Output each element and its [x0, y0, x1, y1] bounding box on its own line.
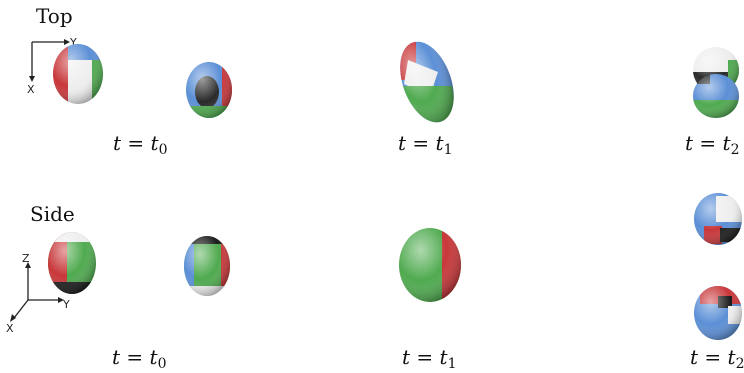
top-view-label: Top — [36, 4, 73, 28]
droplet-side-t2-upper — [694, 193, 742, 245]
droplet-top-t0-a — [53, 44, 103, 104]
side-time-label-t0: t = t0 — [112, 345, 166, 372]
top-x-axis-arrow — [29, 76, 35, 82]
droplet-top-t0-b — [186, 62, 232, 118]
top-time-label-t1: t = t1 — [398, 131, 452, 158]
side-time-t1-eq: = t — [416, 345, 448, 369]
droplet-side-t0-b — [184, 236, 230, 296]
top-time-t1-sub: 1 — [443, 142, 453, 158]
droplet-top-t2-lower — [693, 74, 739, 118]
side-time-t0-sub: 0 — [157, 356, 167, 372]
top-time-label-t0: t = t0 — [113, 131, 167, 158]
side-time-t2-eq: = t — [704, 345, 736, 369]
top-x-axis-label: X — [27, 83, 35, 96]
side-time-t1-sub: 1 — [447, 356, 457, 372]
side-time-label-t2: t = t2 — [690, 345, 744, 372]
side-view-label: Side — [30, 202, 75, 226]
top-y-axis-arrow — [64, 39, 70, 45]
top-time-t0-var: t — [113, 131, 122, 155]
side-x-axis-arrow — [10, 314, 16, 322]
top-time-t1-eq: = t — [412, 131, 444, 155]
top-time-t0-eq: = t — [127, 131, 159, 155]
side-x-axis-label: X — [6, 322, 14, 335]
side-y-axis-arrow — [58, 297, 64, 303]
droplet-side-t0-a — [48, 232, 96, 294]
top-time-t2-var: t — [685, 131, 694, 155]
side-time-t1-var: t — [402, 345, 411, 369]
top-y-axis-label: Y — [69, 36, 77, 49]
side-z-axis-arrow — [25, 262, 31, 268]
droplet-side-t1 — [399, 228, 461, 302]
top-time-t2-sub: 2 — [730, 142, 740, 158]
top-time-t2-eq: = t — [699, 131, 731, 155]
droplet-top-t1 — [390, 35, 464, 130]
top-time-label-t2: t = t2 — [685, 131, 739, 158]
side-time-t0-var: t — [112, 345, 121, 369]
side-time-label-t1: t = t1 — [402, 345, 456, 372]
droplet-side-t2-lower — [694, 286, 742, 340]
side-axes-indicator: Z Y X — [6, 252, 70, 335]
top-time-t0-sub: 0 — [158, 142, 168, 158]
top-axes-indicator: Y X — [27, 36, 77, 96]
side-time-t2-sub: 2 — [735, 356, 744, 372]
side-y-axis-label: Y — [62, 298, 70, 311]
side-time-t2-var: t — [690, 345, 699, 369]
side-z-axis-label: Z — [22, 252, 30, 265]
side-x-axis-line — [13, 299, 29, 319]
side-time-t0-eq: = t — [126, 345, 158, 369]
top-time-t1-var: t — [398, 131, 407, 155]
